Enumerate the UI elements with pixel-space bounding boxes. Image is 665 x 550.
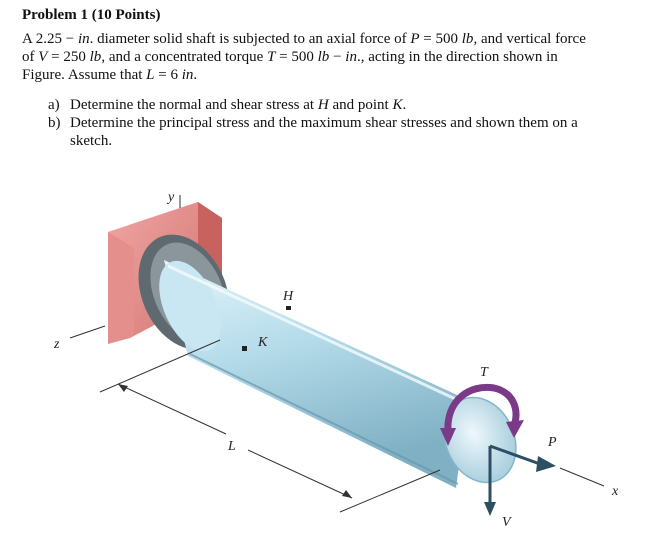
question-b-line-1: Determine the principal stress and the m… [70,115,578,131]
unit-lb: lb [461,31,474,47]
text: ., acting in the direction shown in [356,49,558,65]
text: of [22,49,39,65]
torque-label: T [480,365,489,380]
z-axis-label: z [53,337,60,352]
z-axis [69,325,106,339]
y-axis-label: y [166,190,175,205]
text: = 500 [419,31,462,47]
shaft-body [159,260,468,488]
statement-line-2: of V = 250 lb, and a concentrated torque… [22,48,652,66]
text: = 250 [47,49,90,65]
text: . [402,97,407,113]
symbol-P: P [410,31,420,47]
vertical-force-arrow [484,446,496,516]
x-axis [559,467,605,487]
question-b-tag: b) [48,115,61,131]
symbol-L: L [146,67,155,83]
dimension-L-label: L [227,439,236,454]
point-H-label: H [282,289,294,304]
question-b-continued: sketch. [70,133,113,149]
text: . [193,67,198,83]
axial-force-arrow [489,444,556,472]
question-a-tag: a) [48,97,60,113]
torque-arrow [440,383,524,446]
unit-in: in [181,67,194,83]
text: . diameter solid shaft is subjected to a… [89,31,411,47]
text: = 6 [154,67,182,83]
symbol-K: K [392,97,403,113]
question-b: b) Determine the principal stress and the… [48,114,648,132]
symbol-T: T [267,49,276,65]
point-K-marker [242,346,247,351]
unit-in: in [345,49,357,65]
shaft-figure: y z H K T P x V [53,190,619,530]
problem-title: Problem 1 (10 Points) [22,7,161,23]
symbol-H: H [317,97,329,113]
text: = 500 [275,49,318,65]
text: Determine the normal and shear stress at [70,97,318,113]
text: and point [328,97,393,113]
dimension-L [99,339,441,513]
point-H-marker [286,306,291,310]
problem-statement: A 2.25 − in. diameter solid shaft is sub… [22,30,652,84]
force-P-label: P [547,435,557,450]
statement-line-3: Figure. Assume that L = 6 in. [22,66,652,84]
force-V-label: V [502,515,512,530]
text: A 2.25 − [22,31,78,47]
symbol-V: V [38,49,48,65]
question-a: a) Determine the normal and shear stress … [48,96,648,114]
text: Figure. Assume that [22,67,147,83]
text: , and a concentrated torque [101,49,268,65]
x-axis-label: x [611,484,619,499]
text: , and vertical force [473,31,586,47]
unit-lb: lb [89,49,102,65]
statement-line-1: A 2.25 − in. diameter solid shaft is sub… [22,30,652,48]
unit-lb: lb [317,49,330,65]
question-list: a) Determine the normal and shear stress … [48,96,648,150]
unit-in: in [77,31,90,47]
text: − [329,49,346,65]
point-K-label: K [257,335,268,350]
